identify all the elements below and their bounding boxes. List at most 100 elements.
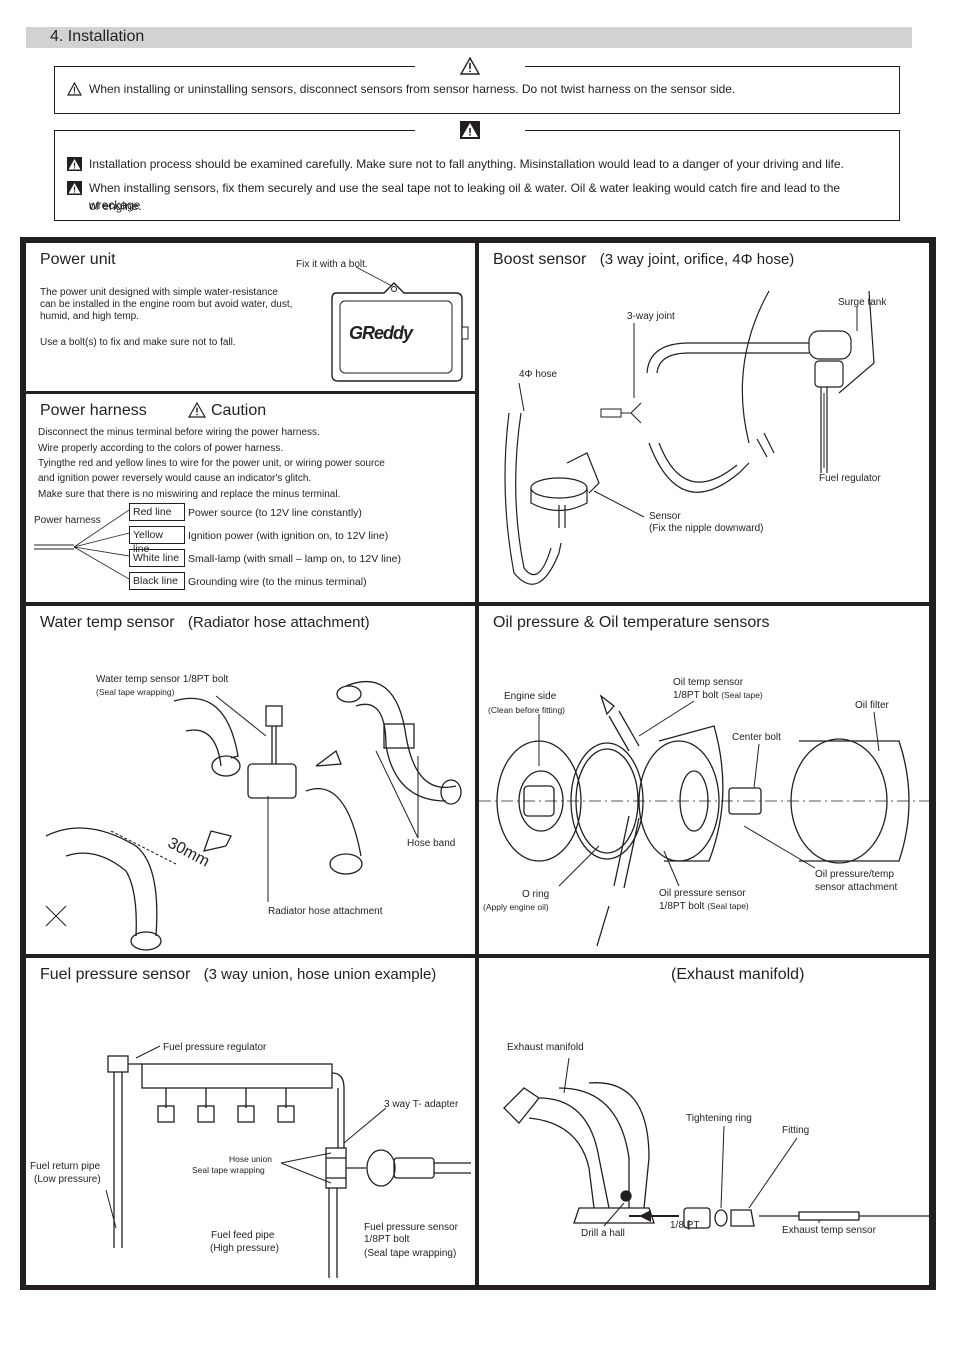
panel-title: Oil pressure & Oil temperature sensors: [493, 614, 770, 631]
installation-grid: Power unit Fix it with a bolt. The power…: [20, 237, 936, 1290]
panel-power-harness: Power harness Caution Disconnect the min…: [25, 393, 476, 603]
harness-note: and ignition power reversely would cause…: [38, 473, 312, 484]
label-water-bolt: Water temp sensor 1/8PT bolt: [96, 674, 229, 685]
panel-water-temp: Water temp sensor (Radiator hose attachm…: [25, 605, 476, 955]
warning-box-caution: When installing or uninstalling sensors,…: [54, 56, 900, 114]
power-unit-illustration: [331, 266, 469, 382]
label-fuel-sensor: Fuel pressure sensor: [364, 1222, 458, 1233]
warning-text: When installing or uninstalling sensors,…: [89, 82, 736, 96]
label-oil-pressure-bolt: 1/8PT bolt (Seal tape): [659, 900, 749, 913]
label-fitting: Fitting: [782, 1125, 810, 1136]
label-sensor-note: (Fix the nipple downward): [649, 523, 764, 534]
panel-exhaust: (Exhaust manifold) Exhaust manifold Tigh…: [478, 957, 930, 1286]
panel-power-unit: Power unit Fix it with a bolt. The power…: [25, 242, 476, 392]
fuel-pressure-illustration: [105, 1045, 471, 1278]
label-seal-tape: (Seal tape wrapping): [96, 687, 175, 697]
label-o-ring: O ring: [522, 889, 550, 900]
label-hose-union: Hose union: [229, 1154, 273, 1164]
label-drill: Drill a hall: [581, 1228, 625, 1239]
label-engine-side: Engine side: [504, 691, 557, 702]
water-temp-illustration: [45, 681, 462, 951]
label-three-way-joint: 3-way joint: [627, 311, 675, 322]
label-hose: 4Φ hose: [519, 369, 558, 380]
label-fuel-sensor-seal: (Seal tape wrapping): [364, 1248, 457, 1259]
oil-sensors-illustration: [479, 694, 931, 947]
label-attachment: sensor attachment: [815, 882, 898, 893]
panel-oil-sensors: Oil pressure & Oil temperature sensors E…: [478, 605, 931, 955]
label-fuel-regulator: Fuel regulator: [819, 473, 881, 484]
harness-label: Power harness: [34, 515, 101, 526]
bolt-text: 1/8PT bolt: [673, 690, 719, 701]
section-header: 4. Installation: [26, 27, 912, 48]
panel-title: Power harness: [40, 402, 147, 419]
wire-yellow: Yellow line: [129, 526, 185, 555]
desc-line: humid, and high temp.: [40, 311, 139, 322]
harness-note: Make sure that there is no miswiring and…: [38, 489, 341, 500]
harness-note: Tyingthe red and yellow lines to wire fo…: [38, 458, 385, 469]
water-subtitle: (Radiator hose attachment): [187, 614, 370, 631]
label-fuel-sensor-bolt: 1/8PT bolt: [364, 1234, 410, 1245]
wire-desc: Small-lamp (with small – lamp on, to 12V…: [188, 553, 401, 565]
boost-sensor-illustration: [504, 290, 875, 585]
wire-desc: Power source (to 12V line constantly): [188, 507, 362, 519]
caution-icon: [66, 81, 83, 96]
warning-triangle-icon: [459, 56, 481, 75]
label-high-pressure: (High pressure): [210, 1243, 279, 1254]
label-seal-wrap: Seal tape wrapping: [192, 1165, 265, 1175]
wire-white: White line: [129, 549, 185, 567]
panel-title: Water temp sensor (Radiator hose attachm…: [40, 614, 370, 632]
label-surge-tank: Surge tank: [838, 297, 887, 308]
label-hose-band: Hose band: [407, 838, 456, 849]
label-engine-note: (Clean before fitting): [488, 705, 566, 715]
label-return-pipe: Fuel return pipe: [30, 1161, 101, 1172]
label-feed-pipe: Fuel feed pipe: [211, 1230, 275, 1241]
water-title: Water temp sensor: [40, 614, 175, 631]
panel-boost-sensor: Boost sensor (3 way joint, orifice, 4Φ h…: [478, 242, 930, 603]
fuel-title: Fuel pressure sensor: [40, 966, 191, 983]
panel-fuel-pressure: Fuel pressure sensor (3 way union, hose …: [25, 957, 476, 1286]
bolt-text: 1/8PT bolt: [659, 901, 705, 912]
exhaust-illustration: [503, 1057, 929, 1230]
label-sensor: Sensor: [649, 511, 681, 522]
harness-note: Wire properly according to the colors of…: [38, 443, 284, 454]
wire-black: Black line: [129, 572, 185, 590]
harness-note: Disconnect the minus terminal before wir…: [38, 427, 320, 438]
label-exhaust-temp-sensor: Exhaust temp sensor: [782, 1225, 876, 1236]
danger-icon: [67, 181, 82, 195]
label-exhaust-manifold: Exhaust manifold: [507, 1042, 584, 1053]
warning-text: Installation process should be examined …: [89, 157, 844, 171]
desc-line: Use a bolt(s) to fix and make sure not t…: [40, 337, 236, 348]
harness-wires-illustration: [34, 509, 130, 580]
panel-title: Power unit: [40, 251, 116, 268]
label-o-ring-note: (Apply engine oil): [483, 902, 549, 912]
label-center-bolt: Center bolt: [732, 732, 781, 743]
label-radiator-attachment: Radiator hose attachment: [268, 906, 383, 917]
warning-text: of engine.: [89, 199, 142, 213]
label-attachment: Oil pressure/temp: [815, 869, 894, 880]
warning-tab: [415, 56, 525, 75]
label-low-pressure: (Low pressure): [34, 1174, 101, 1185]
label-regulator: Fuel pressure regulator: [163, 1042, 267, 1053]
label-tightening-ring: Tightening ring: [686, 1113, 752, 1124]
wire-desc: Ignition power (with ignition on, to 12V…: [188, 530, 389, 542]
caution-icon: [187, 401, 207, 418]
danger-triangle-icon: [460, 121, 480, 139]
label-t-adapter: 3 way T- adapter: [384, 1099, 459, 1110]
danger-icon: [67, 157, 82, 171]
boost-subtitle: (3 way joint, orifice, 4Φ hose): [599, 251, 795, 268]
label-1-8-pt: 1/8 PT: [670, 1220, 700, 1231]
warning-box-danger: Installation process should be examined …: [54, 121, 900, 221]
desc-line: The power unit designed with simple wate…: [40, 287, 278, 298]
wire-red: Red line: [129, 503, 185, 521]
panel-title: Boost sensor (3 way joint, orifice, 4Φ h…: [493, 251, 794, 269]
boost-title: Boost sensor: [493, 251, 587, 268]
seal-tape-text: (Seal tape): [707, 901, 749, 911]
warning-tab: [415, 121, 525, 139]
label-fix-bolt: Fix it with a bolt.: [296, 259, 368, 270]
desc-line: can be installed in the engine room but …: [40, 299, 293, 310]
panel-title: (Exhaust manifold): [671, 966, 805, 983]
fuel-subtitle: (3 way union, hose union example): [203, 966, 437, 983]
label-oil-filter: Oil filter: [855, 700, 889, 711]
label-oil-pressure: Oil pressure sensor: [659, 888, 746, 899]
wire-desc: Grounding wire (to the minus terminal): [188, 576, 367, 588]
